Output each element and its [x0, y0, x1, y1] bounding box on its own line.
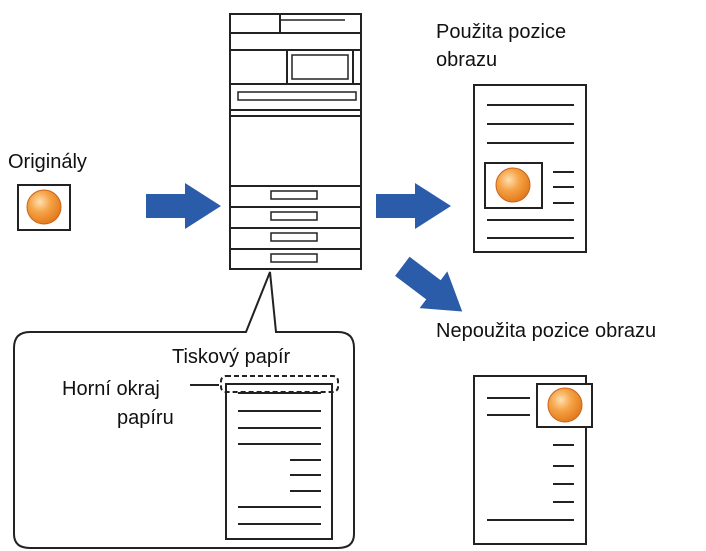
label-line: Použita pozice	[436, 21, 567, 43]
output-page-not-used	[473, 375, 593, 545]
arrow-to-copier	[146, 183, 221, 229]
multifunction-printer-icon	[229, 13, 362, 270]
orange-ball-icon	[547, 387, 583, 423]
output-page-used	[473, 84, 587, 253]
label-print-paper: Tiskový papír	[172, 346, 291, 368]
label-paper-top-edge-line1: Horní okraj	[62, 378, 160, 400]
orange-ball-icon	[26, 189, 62, 225]
orange-ball-icon	[495, 167, 531, 203]
label-line: obrazu	[436, 49, 498, 71]
label-paper-top-edge-line2: papíru	[117, 407, 174, 429]
label-originals: Originály	[8, 151, 87, 173]
original-document	[17, 184, 71, 231]
label-image-position-not-used: Nepoužita pozice obrazu	[436, 320, 657, 342]
arrow-to-used-output	[376, 183, 451, 229]
arrow-to-not-used-output	[395, 256, 463, 312]
label-image-position-used: Použita pozice obrazu	[436, 18, 566, 74]
print-paper	[190, 375, 339, 540]
